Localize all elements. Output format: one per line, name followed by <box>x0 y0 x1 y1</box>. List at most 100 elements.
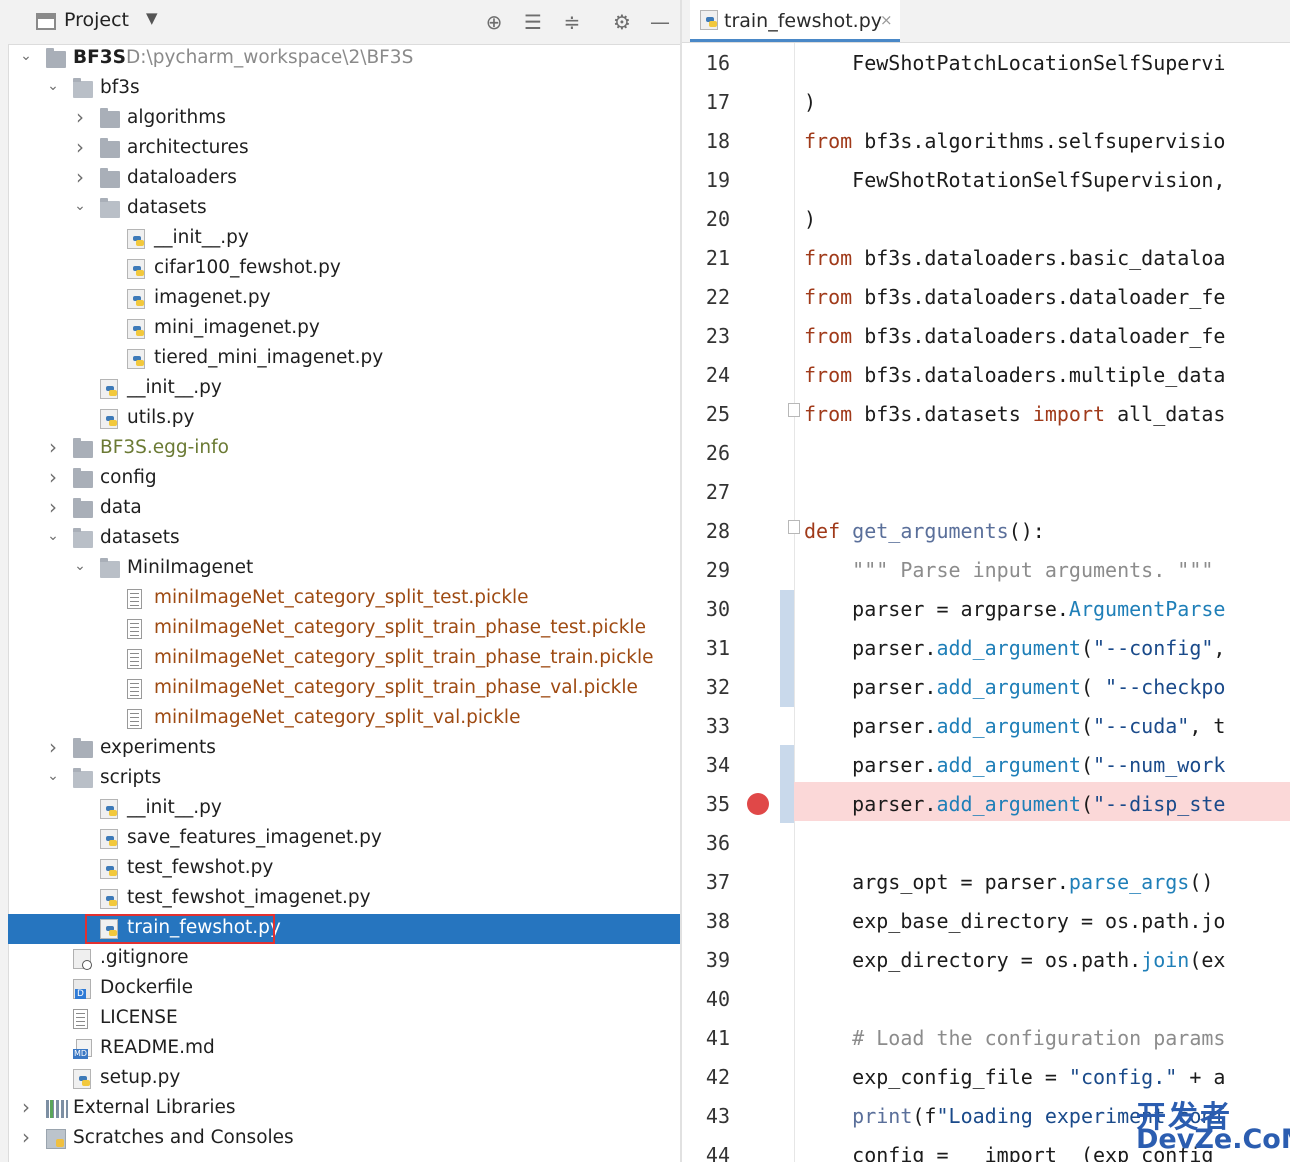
code-line[interactable]: parser.add_argument("--disp_ste <box>804 792 1226 816</box>
tree-folder-row[interactable]: ⌄bf3s <box>8 74 680 104</box>
vcs-change-marker[interactable] <box>780 745 794 823</box>
chevron-right-icon[interactable]: › <box>76 165 84 189</box>
code-line[interactable]: FewShotRotationSelfSupervision, <box>804 168 1226 192</box>
tree-folder-row[interactable]: ⌄datasets <box>8 194 680 224</box>
code-line[interactable]: parser.add_argument("--num_work <box>804 753 1226 777</box>
code-line[interactable]: print(f"Loading experiment conf <box>852 1104 1226 1128</box>
code-line[interactable]: FewShotPatchLocationSelfSupervi <box>804 51 1226 75</box>
tree-file-row[interactable]: .gitignore <box>8 944 680 974</box>
tree-file-row[interactable]: save_features_imagenet.py <box>8 824 680 854</box>
tree-file-row[interactable]: train_fewshot.py <box>8 914 680 944</box>
chevron-right-icon[interactable]: › <box>49 495 57 519</box>
chevron-down-icon[interactable]: ⌄ <box>47 528 59 544</box>
tree-folder-row[interactable]: ›experiments <box>8 734 680 764</box>
tree-file-row[interactable]: test_fewshot_imagenet.py <box>8 884 680 914</box>
chevron-right-icon[interactable]: › <box>49 735 57 759</box>
tree-file-row[interactable]: ›External Libraries <box>8 1094 680 1124</box>
tree-file-row[interactable]: test_fewshot.py <box>8 854 680 884</box>
chevron-down-icon[interactable]: ⌄ <box>20 48 32 64</box>
code-line[interactable]: args_opt = parser.parse_args() <box>804 870 1214 894</box>
code-line[interactable]: exp_base_directory = os.path.jo <box>804 909 1226 933</box>
tree-file-row[interactable]: ›Scratches and Consoles <box>8 1124 680 1154</box>
code-line[interactable]: """ Parse input arguments. """ <box>804 558 1214 582</box>
chevron-down-icon[interactable]: ⌄ <box>47 78 59 94</box>
expand-all-icon[interactable]: ☰ <box>524 10 542 34</box>
chevron-down-icon[interactable]: ⌄ <box>74 558 86 574</box>
code-line[interactable]: def get_arguments(): <box>804 519 1045 543</box>
tree-file-row[interactable]: miniImageNet_category_split_val.pickle <box>8 704 680 734</box>
tree-folder-row[interactable]: ›BF3S.egg-info <box>8 434 680 464</box>
tree-file-row[interactable]: cifar100_fewshot.py <box>8 254 680 284</box>
code-line[interactable]: from bf3s.dataloaders.dataloader_fe <box>804 285 1226 309</box>
watermark-line1: 开发者 <box>1136 1100 1232 1135</box>
tree-folder-row[interactable]: ›data <box>8 494 680 524</box>
gear-icon[interactable]: ⚙ <box>613 10 631 34</box>
chevron-right-icon[interactable]: › <box>49 465 57 489</box>
line-number: 35 <box>705 792 730 816</box>
tree-root-bf3s[interactable]: ⌄ BF3S D:\pycharm_workspace\2\BF3S <box>8 44 680 74</box>
fold-marker-icon[interactable] <box>788 520 800 534</box>
minimize-icon[interactable]: — <box>650 10 670 34</box>
chevron-right-icon[interactable]: › <box>22 1125 30 1149</box>
code-line[interactable]: parser.add_argument("--cuda", t <box>804 714 1226 738</box>
chevron-down-icon[interactable]: ▼ <box>146 9 158 27</box>
panel-divider[interactable] <box>680 0 682 1162</box>
code-line[interactable]: from bf3s.dataloaders.multiple_data <box>804 363 1226 387</box>
code-line[interactable]: exp_config_file = "config." + a <box>804 1065 1226 1089</box>
chevron-right-icon[interactable]: › <box>49 435 57 459</box>
code-line[interactable]: parser.add_argument( "--checkpo <box>804 675 1226 699</box>
locate-icon[interactable]: ⊕ <box>485 10 503 34</box>
tree-folder-row[interactable]: ⌄scripts <box>8 764 680 794</box>
tree-file-row[interactable]: README.md <box>8 1034 680 1064</box>
python-file-icon <box>127 289 145 309</box>
tree-file-row[interactable]: __init__.py <box>8 224 680 254</box>
tree-folder-row[interactable]: ⌄ datasets <box>8 524 680 554</box>
code-line[interactable]: parser = argparse.ArgumentParse <box>804 597 1226 621</box>
tree-file-row[interactable]: Dockerfile <box>8 974 680 1004</box>
tree-folder-row[interactable]: ›architectures <box>8 134 680 164</box>
code-line[interactable]: config = __import__(exp_config <box>804 1143 1214 1162</box>
line-gutter[interactable] <box>682 43 794 1162</box>
chevron-right-icon[interactable]: › <box>22 1095 30 1119</box>
tree-file-row[interactable]: __init__.py <box>8 794 680 824</box>
tree-file-row[interactable]: LICENSE <box>8 1004 680 1034</box>
code-line[interactable]: from bf3s.dataloaders.dataloader_fe <box>804 324 1226 348</box>
chevron-right-icon[interactable]: › <box>76 135 84 159</box>
gitignore-file-icon <box>73 949 92 970</box>
tree-file-row[interactable]: miniImageNet_category_split_train_phase_… <box>8 644 680 674</box>
chevron-down-icon[interactable]: ⌄ <box>47 768 59 784</box>
fold-marker-icon[interactable] <box>788 403 800 417</box>
close-icon[interactable]: × <box>880 11 893 29</box>
tree-folder-row[interactable]: ›dataloaders <box>8 164 680 194</box>
tree-file-row[interactable]: miniImageNet_category_split_train_phase_… <box>8 674 680 704</box>
chevron-down-icon[interactable]: ⌄ <box>74 198 86 214</box>
project-view-selector[interactable]: Project <box>64 9 130 31</box>
tree-folder-row[interactable]: ⌄MiniImagenet <box>8 554 680 584</box>
code-area[interactable] <box>794 43 1290 1162</box>
code-line[interactable]: from bf3s.dataloaders.basic_dataloa <box>804 246 1226 270</box>
tree-file-row[interactable]: tiered_mini_imagenet.py <box>8 344 680 374</box>
tree-file-row[interactable]: utils.py <box>8 404 680 434</box>
tree-file-row[interactable]: imagenet.py <box>8 284 680 314</box>
tree-file-row[interactable]: miniImageNet_category_split_test.pickle <box>8 584 680 614</box>
code-line[interactable]: # Load the configuration params <box>804 1026 1226 1050</box>
code-line[interactable]: ) <box>804 90 817 114</box>
tree-item-label: datasets <box>100 527 180 548</box>
code-line[interactable]: ) <box>804 207 817 231</box>
tab-train-fewshot[interactable]: train_fewshot.py × <box>690 0 900 42</box>
chevron-right-icon[interactable]: › <box>76 105 84 129</box>
code-line[interactable]: exp_directory = os.path.join(ex <box>804 948 1226 972</box>
tree-file-row[interactable]: setup.py <box>8 1064 680 1094</box>
code-line[interactable]: from bf3s.algorithms.selfsupervisio <box>804 129 1226 153</box>
code-line[interactable]: from bf3s.datasets import all_datas <box>804 402 1226 426</box>
collapse-all-icon[interactable]: ≑ <box>563 10 581 34</box>
code-line[interactable]: parser.add_argument("--config", <box>804 636 1226 660</box>
tree-folder-row[interactable]: ›algorithms <box>8 104 680 134</box>
tree-file-row[interactable]: __init__.py <box>8 374 680 404</box>
tree-file-row[interactable]: mini_imagenet.py <box>8 314 680 344</box>
python-file-icon <box>100 379 118 399</box>
tree-folder-row[interactable]: ›config <box>8 464 680 494</box>
tree-file-row[interactable]: miniImageNet_category_split_train_phase_… <box>8 614 680 644</box>
breakpoint-icon[interactable] <box>747 793 769 815</box>
vcs-change-marker[interactable] <box>780 590 794 707</box>
